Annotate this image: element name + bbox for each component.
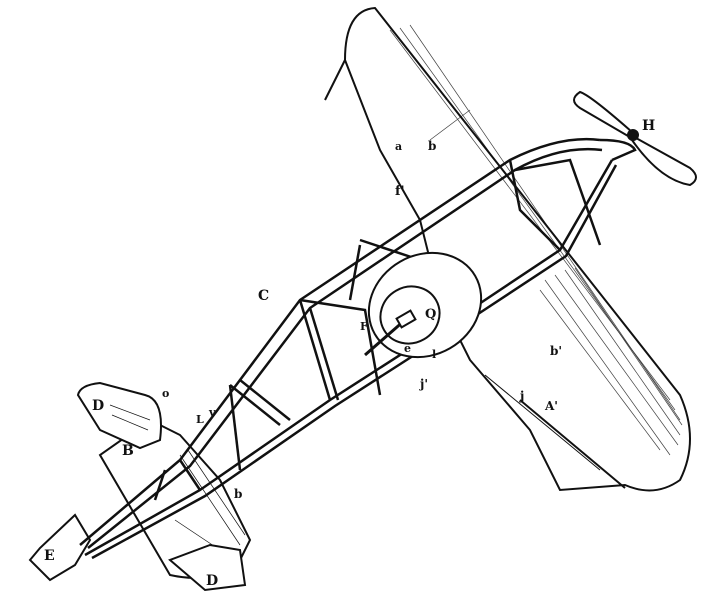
- label-l: l: [432, 348, 436, 361]
- label-b-lower: b': [550, 344, 562, 358]
- label-Q: Q: [425, 307, 436, 322]
- label-F: F: [360, 320, 368, 333]
- propeller: [573, 90, 697, 187]
- label-B: B: [122, 443, 134, 459]
- label-b-tail: b: [234, 487, 242, 501]
- engine: [364, 251, 483, 359]
- label-j-prime: j': [419, 377, 428, 391]
- tail-fin-bottom: [168, 543, 247, 592]
- label-A-prime: A': [544, 399, 558, 413]
- label-v: v: [208, 406, 216, 419]
- label-f-prime: f': [395, 184, 405, 199]
- main-wing: [324, 6, 691, 492]
- label-j: j: [519, 389, 524, 403]
- diagram-labels: H C D B o L v b E D f' a b Q F e l j' j …: [44, 118, 655, 589]
- label-D-top: D: [92, 398, 104, 414]
- label-E: E: [44, 548, 55, 564]
- label-L: L: [196, 413, 204, 426]
- label-o: o: [162, 387, 169, 400]
- label-D-bottom: D: [206, 573, 218, 589]
- label-e: e: [404, 342, 411, 355]
- label-H: H: [642, 118, 655, 134]
- rudder: [28, 513, 92, 582]
- label-b-top: b: [428, 139, 436, 153]
- label-a: a: [395, 140, 402, 153]
- label-C: C: [258, 288, 269, 304]
- tail-fin-top: [76, 381, 162, 450]
